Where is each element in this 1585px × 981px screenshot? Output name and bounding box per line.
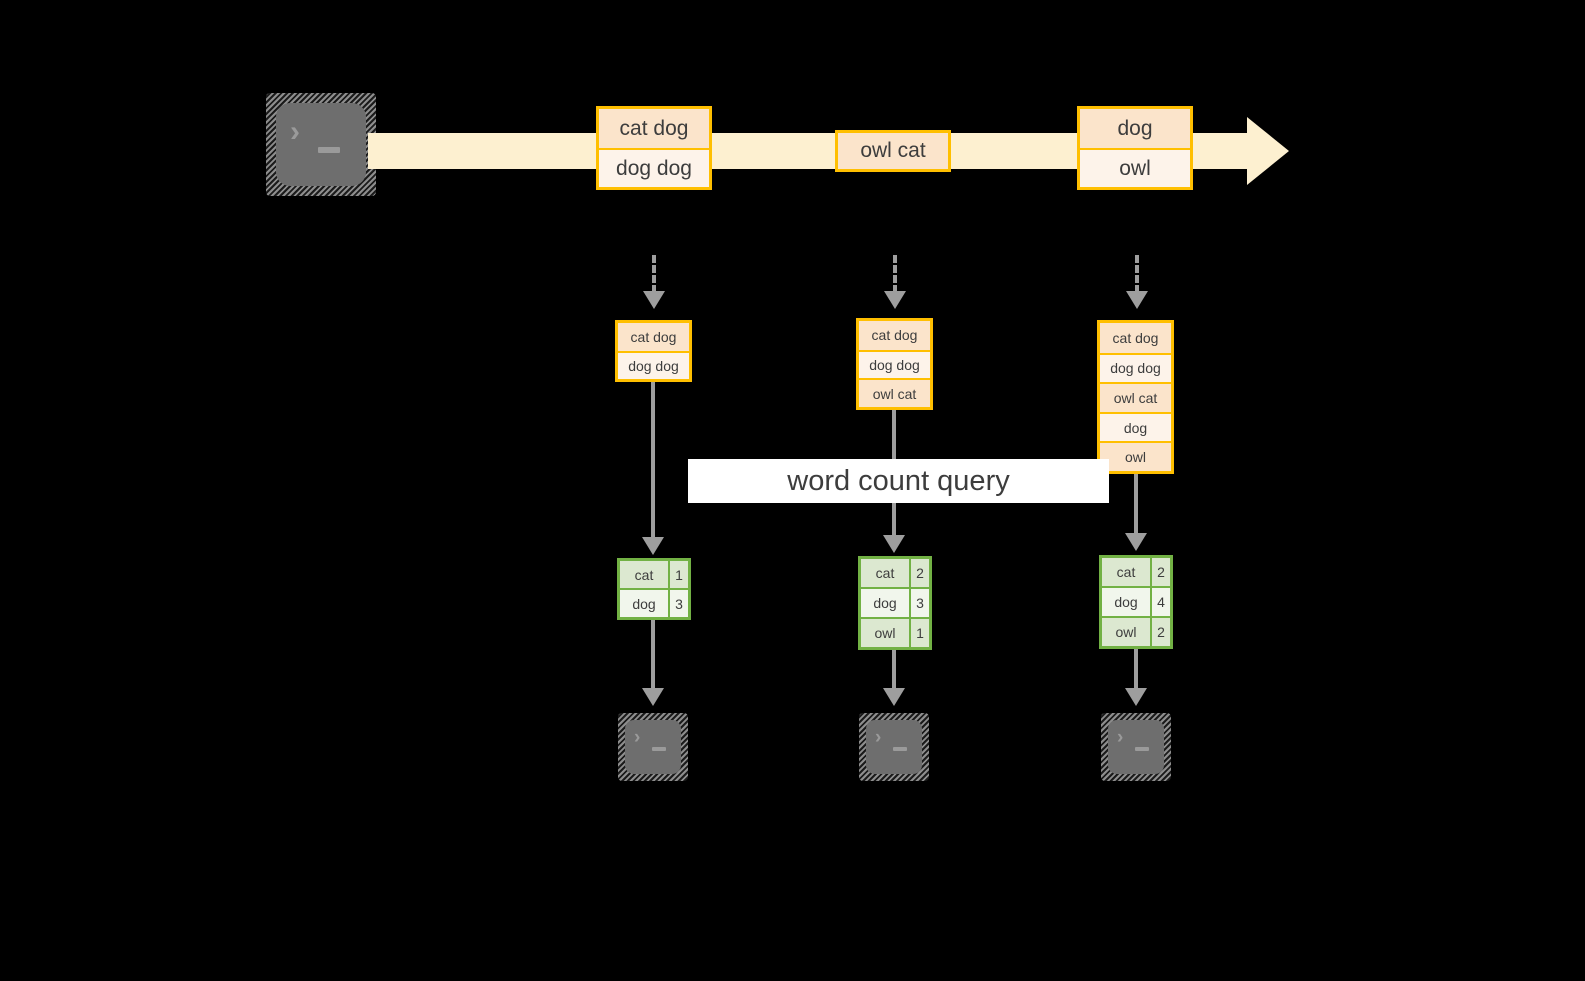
result-word: dog [861,589,909,617]
stream-event-1: cat dog dog dog [596,106,712,190]
result-count: 4 [1150,588,1170,616]
snapshot-2-trigger-arrowhead [884,291,906,309]
snapshot-2-input-line-3: owl cat [859,378,930,407]
snapshot-3-input-line-2: dog dog [1100,352,1171,383]
query-label: word count query [787,464,1010,497]
terminal-chevron-icon: › [875,727,882,748]
terminal-screen: › [1108,720,1164,774]
source-terminal-icon: › [266,93,376,196]
snapshot-3-input-line-5: owl [1100,441,1171,471]
snapshot-3-trigger-line [1135,255,1139,293]
result-word: dog [1102,588,1150,616]
result-count: 1 [668,561,688,588]
terminal-underscore-icon [1135,747,1149,751]
result-word: owl [861,619,909,647]
terminal-underscore-icon [893,747,907,751]
table-row: dog 3 [861,587,929,617]
stream-event-3-line-1: dog [1080,109,1190,148]
snapshot-1-output-line [651,620,655,688]
result-word: dog [620,590,668,617]
stream-event-1-line-1: cat dog [599,109,709,148]
terminal-screen: › [866,720,922,774]
snapshot-3-sink-terminal-icon: › [1101,713,1171,781]
table-row: dog 3 [620,588,688,617]
table-row: owl 2 [1102,616,1170,646]
snapshot-3-output-line [1134,649,1138,688]
snapshot-1-query-line [651,382,655,537]
snapshot-1-query-arrowhead [642,537,664,555]
stream-event-3-line-2: owl [1080,148,1190,187]
snapshot-2-output-arrowhead [883,688,905,706]
result-count: 3 [909,589,929,617]
snapshot-1-trigger-arrowhead [643,291,665,309]
snapshot-1-result-table: cat 1 dog 3 [617,558,691,620]
table-row: cat 1 [620,561,688,588]
result-word: cat [861,559,909,587]
query-label-band: word count query [688,459,1109,503]
snapshot-3-input-line-4: dog [1100,411,1171,442]
stream-event-1-line-2: dog dog [599,148,709,187]
terminal-underscore-icon [318,147,340,153]
stream-event-3: dog owl [1077,106,1193,190]
table-row: owl 1 [861,617,929,647]
terminal-chevron-icon: › [1117,727,1124,748]
snapshot-1-output-arrowhead [642,688,664,706]
event-stream-arrowhead [1247,117,1289,185]
snapshot-2-trigger-line [893,255,897,293]
terminal-chevron-icon: › [290,115,300,148]
terminal-screen: › [625,720,681,774]
result-count: 1 [909,619,929,647]
table-row: cat 2 [861,559,929,587]
snapshot-3-input-line-1: cat dog [1100,323,1171,353]
result-word: cat [620,561,668,588]
result-count: 2 [909,559,929,587]
snapshot-2-sink-terminal-icon: › [859,713,929,781]
snapshot-2-input-line-2: dog dog [859,349,930,379]
snapshot-3-result-table: cat 2 dog 4 owl 2 [1099,555,1173,649]
snapshot-3-input-line-3: owl cat [1100,382,1171,412]
snapshot-1-trigger-line [652,255,656,293]
terminal-underscore-icon [652,747,666,751]
result-word: owl [1102,618,1150,646]
snapshot-2-result-table: cat 2 dog 3 owl 1 [858,556,932,650]
snapshot-3-input: cat dog dog dog owl cat dog owl [1097,320,1174,474]
snapshot-3-trigger-arrowhead [1126,291,1148,309]
stream-event-2-line-1: owl cat [838,133,948,169]
result-word: cat [1102,558,1150,586]
stream-event-2: owl cat [835,130,951,172]
snapshot-2-output-line [892,650,896,688]
table-row: cat 2 [1102,558,1170,586]
terminal-screen: › [276,103,366,186]
snapshot-1-input-line-1: cat dog [618,323,689,351]
snapshot-2-input-line-1: cat dog [859,321,930,350]
result-count: 3 [668,590,688,617]
snapshot-1-input-line-2: dog dog [618,351,689,379]
snapshot-3-query-arrowhead [1125,533,1147,551]
result-count: 2 [1150,618,1170,646]
snapshot-1-sink-terminal-icon: › [618,713,688,781]
terminal-chevron-icon: › [634,727,641,748]
snapshot-2-input: cat dog dog dog owl cat [856,318,933,410]
snapshot-3-output-arrowhead [1125,688,1147,706]
table-row: dog 4 [1102,586,1170,616]
snapshot-3-query-line [1134,474,1138,533]
snapshot-1-input: cat dog dog dog [615,320,692,382]
result-count: 2 [1150,558,1170,586]
snapshot-2-query-arrowhead [883,535,905,553]
